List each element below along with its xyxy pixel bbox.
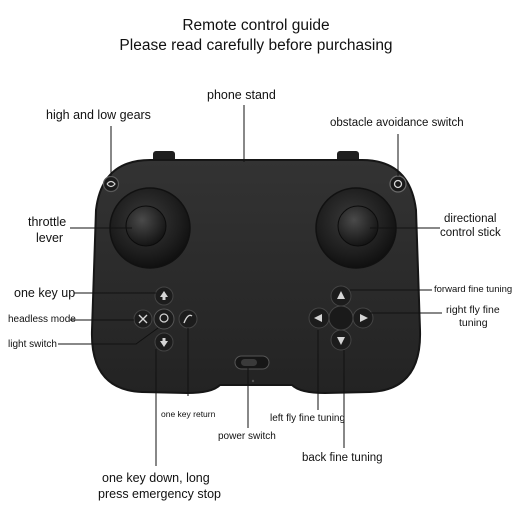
label-high-low-gears: high and low gears (46, 108, 151, 122)
label-throttle-line1: throttle (28, 215, 67, 229)
light-bulb-icon (159, 313, 169, 323)
arrow-down-icon (160, 338, 168, 347)
light-switch-button[interactable] (153, 308, 175, 330)
label-right-fly-line1: right fly fine (446, 304, 500, 316)
obstacle-switch-button[interactable] (389, 175, 407, 193)
label-obstacle-switch: obstacle avoidance switch (330, 117, 464, 129)
arrow-right-icon (360, 314, 368, 322)
label-headless-mode: headless mode (8, 314, 76, 325)
gear-toggle-icon (106, 180, 116, 188)
label-power-switch: power switch (218, 431, 276, 442)
power-led (251, 379, 255, 383)
leader-lines (58, 105, 442, 466)
label-phone-stand: phone stand (207, 88, 276, 102)
gear-toggle-button[interactable] (102, 175, 120, 193)
label-light-switch: light switch (8, 339, 57, 350)
label-throttle-line2: lever (36, 231, 64, 245)
label-back-fine-tuning: back fine tuning (302, 452, 383, 464)
label-one-key-up: one key up (14, 286, 76, 300)
return-icon (183, 314, 193, 324)
arrow-up-icon (160, 291, 168, 300)
power-switch-knob (241, 359, 257, 366)
label-left-fly-fine-tuning: left fly fine tuning (270, 413, 346, 424)
title-line-1: Remote control guide (182, 17, 330, 34)
headless-mode-icon (138, 314, 148, 324)
arrow-left-icon (314, 314, 322, 322)
arrow-up-icon (337, 291, 345, 299)
label-directional-line2: control stick (440, 227, 501, 239)
leader-light-switch (58, 327, 159, 345)
arrow-down-icon (337, 337, 345, 345)
throttle-stick[interactable] (125, 205, 167, 247)
directional-stick[interactable] (337, 205, 379, 247)
label-directional-line1: directional (444, 213, 497, 225)
title-line-2: Please read carefully before purchasing (119, 37, 393, 54)
obstacle-switch-icon (393, 179, 403, 189)
label-one-key-down-line1: one key down, long (102, 471, 210, 485)
dpad-center (328, 305, 354, 331)
label-forward-fine-tuning: forward fine tuning (434, 284, 512, 295)
label-right-fly-line2: tuning (459, 317, 488, 329)
one-key-return-button[interactable] (178, 309, 198, 329)
label-one-key-return: one key return (161, 409, 216, 419)
label-one-key-down-line2: press emergency stop (98, 487, 221, 501)
